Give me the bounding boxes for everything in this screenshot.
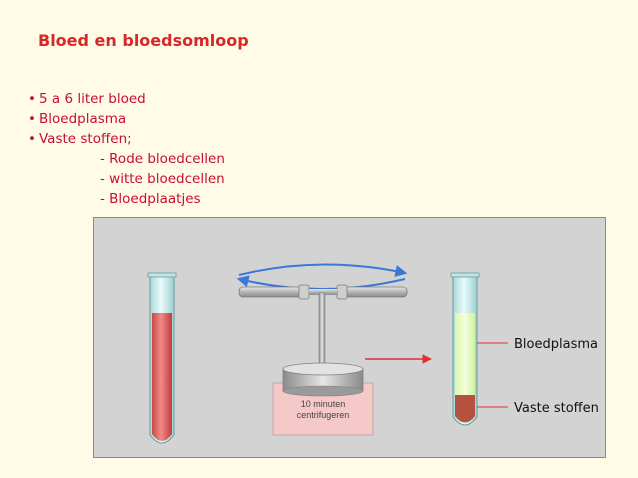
sub-bullet-text: - Bloedplaatjes bbox=[100, 191, 201, 207]
sub-bullet-item: - Rode bloedcellen bbox=[28, 149, 225, 169]
plasma-layer bbox=[455, 313, 475, 395]
bullet-text: Vaste stoffen; bbox=[39, 131, 132, 147]
rotation-arrow-icon bbox=[238, 263, 408, 277]
bullet-dot: • bbox=[28, 131, 36, 147]
slide-title: Bloed en bloedsomloop bbox=[38, 31, 249, 50]
centrifuge-label-line1: 10 minuten bbox=[301, 399, 346, 409]
sub-bullet-text: - Rode bloedcellen bbox=[100, 151, 225, 167]
sub-bullet-item: - witte bloedcellen bbox=[28, 169, 225, 189]
bullet-text: 5 a 6 liter bloed bbox=[39, 91, 146, 107]
bullet-list: •5 a 6 liter bloed •Bloedplasma •Vaste s… bbox=[28, 89, 225, 209]
separated-test-tube bbox=[450, 272, 480, 426]
sediment-layer bbox=[455, 395, 475, 423]
bullet-text: Bloedplasma bbox=[39, 111, 127, 127]
plasma-label: Bloedplasma bbox=[514, 337, 598, 352]
bullet-item: •Bloedplasma bbox=[28, 109, 225, 129]
bullet-dot: • bbox=[28, 111, 36, 127]
solids-label: Vaste stoffen bbox=[514, 401, 599, 416]
whole-blood bbox=[152, 313, 172, 441]
bullet-item: •5 a 6 liter bloed bbox=[28, 89, 225, 109]
bullet-item: •Vaste stoffen; bbox=[28, 129, 225, 149]
rotor-arm-left bbox=[238, 286, 310, 298]
rotor-arm-right bbox=[336, 286, 408, 298]
sub-bullet-item: - Bloedplaatjes bbox=[28, 189, 225, 209]
bullet-dot: • bbox=[28, 91, 36, 107]
centrifuge-diagram: 10 minuten centrifugeren Bloedplasma Vas… bbox=[147, 263, 599, 444]
sub-bullet-text: - witte bloedcellen bbox=[100, 171, 225, 187]
centrifuge-label-line2: centrifugeren bbox=[297, 410, 350, 420]
centrifuge-shaft bbox=[318, 292, 326, 368]
centrifuge: 10 minuten centrifugeren bbox=[236, 263, 408, 436]
blood-test-tube bbox=[147, 272, 177, 444]
